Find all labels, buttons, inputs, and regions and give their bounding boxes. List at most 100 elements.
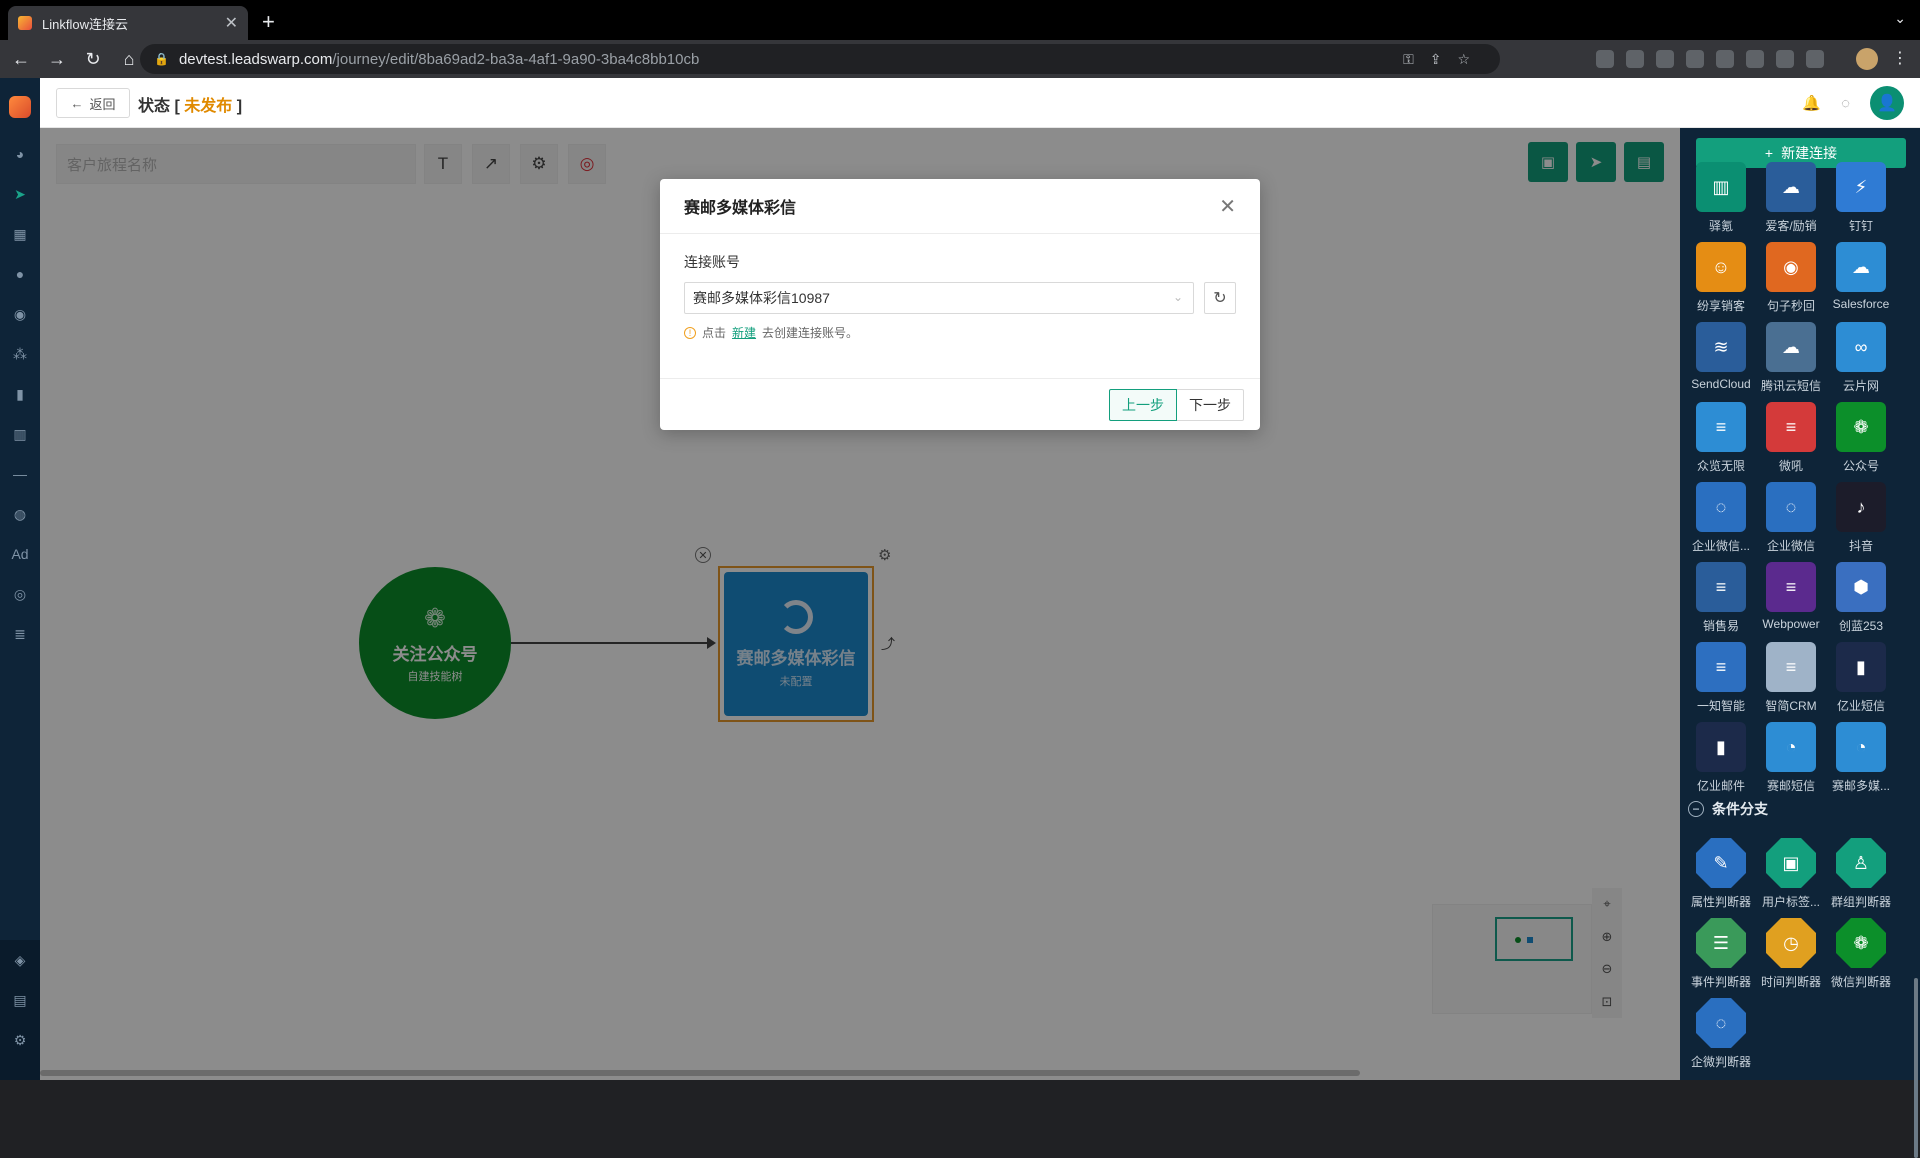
connector-item[interactable]: ≡销售易	[1686, 562, 1756, 642]
locate-icon[interactable]: ⌖	[1603, 896, 1611, 912]
condition-item[interactable]: ❁微信判断器	[1826, 918, 1896, 998]
tab-search-icon[interactable]: ⌄	[1894, 10, 1906, 26]
connector-item[interactable]: ◌企业微信...	[1686, 482, 1756, 562]
refresh-button[interactable]: ↻	[1204, 282, 1236, 314]
connector-icon[interactable]: ◈	[14, 951, 26, 968]
extension-icon[interactable]	[1656, 50, 1674, 68]
layout-icon[interactable]: ▦	[13, 225, 27, 242]
message-icon[interactable]: ◌	[1841, 94, 1850, 112]
close-icon[interactable]: ✕	[1219, 195, 1236, 218]
condition-section-header[interactable]: − 条件分支	[1688, 796, 1908, 822]
connector-item[interactable]: ≡智简CRM	[1756, 642, 1826, 722]
back-arrow-icon[interactable]: ←	[12, 48, 30, 69]
users-icon[interactable]: ◉	[13, 305, 27, 322]
bar-chart-icon[interactable]: ▥	[13, 425, 27, 442]
connector-item[interactable]: ≡Webpower	[1756, 562, 1826, 642]
connector-item[interactable]: ▮亿业短信	[1826, 642, 1896, 722]
connector-item[interactable]: ☁爱客/励销	[1756, 162, 1826, 242]
connector-item[interactable]: ≡众览无限	[1686, 402, 1756, 482]
zoom-in-icon[interactable]: ⊕	[1601, 928, 1613, 944]
fit-icon[interactable]: ⊡	[1601, 993, 1613, 1009]
zoom-out-icon[interactable]: ⊖	[1601, 961, 1613, 977]
target-icon[interactable]: ◎	[568, 144, 606, 184]
journey-name-input[interactable]: 客户旅程名称	[56, 144, 416, 184]
forward-arrow-icon[interactable]: →	[48, 48, 66, 69]
template-icon[interactable]: ▤	[1624, 142, 1664, 182]
new-tab-icon[interactable]: +	[262, 9, 275, 34]
condition-item[interactable]: ◌企微判断器	[1686, 998, 1756, 1078]
arrow-tool-icon[interactable]: ↗	[472, 144, 510, 184]
favicon-icon	[18, 16, 32, 30]
connector-item[interactable]: ⚡钉钉	[1826, 162, 1896, 242]
connector-item[interactable]: ⬢创蓝253	[1826, 562, 1896, 642]
avatar[interactable]: 👤	[1870, 86, 1904, 120]
save-icon[interactable]: ▣	[1528, 142, 1568, 182]
condition-item[interactable]: ▣用户标签...	[1756, 838, 1826, 918]
condition-item[interactable]: ◷时间判断器	[1756, 918, 1826, 998]
puzzle-icon[interactable]	[1776, 50, 1794, 68]
connect-handle-icon[interactable]: ⤴	[881, 636, 895, 652]
connector-item[interactable]: ◔赛邮短信	[1756, 722, 1826, 802]
account-select[interactable]: 赛邮多媒体彩信10987 ⌄	[684, 282, 1194, 314]
dashboard-icon[interactable]: ◕	[15, 146, 25, 162]
address-bar[interactable]: 🔒 devtest.leadswarp.com/journey/edit/8ba…	[140, 44, 1500, 74]
connector-item[interactable]: ☁Salesforce	[1826, 242, 1896, 322]
browser-tab[interactable]: Linkflow连接云 ✕	[8, 6, 248, 40]
connector-item[interactable]: ◔赛邮多媒...	[1826, 722, 1896, 802]
extension-icon[interactable]	[1686, 50, 1704, 68]
connector-item[interactable]: ▥驿氪	[1686, 162, 1756, 242]
connector-item[interactable]: ◌企业微信	[1756, 482, 1826, 562]
connector-item[interactable]: ☺纷享销客	[1686, 242, 1756, 322]
connector-item[interactable]: ≋SendCloud	[1686, 322, 1756, 402]
connector-item[interactable]: ❁公众号	[1826, 402, 1896, 482]
panel-scrollbar[interactable]	[1914, 978, 1918, 1158]
gear-icon[interactable]: ⚙	[520, 144, 558, 184]
connector-item[interactable]: ∞云片网	[1826, 322, 1896, 402]
group-icon[interactable]: ⁂	[13, 345, 27, 362]
condition-item[interactable]: ♙群组判断器	[1826, 838, 1896, 918]
connector-item[interactable]: ▮亿业邮件	[1686, 722, 1756, 802]
bookmark-icon[interactable]: ▮	[16, 385, 24, 402]
next-step-button[interactable]: 下一步	[1177, 388, 1244, 421]
chat-icon[interactable]: ◍	[13, 505, 27, 522]
connector-item[interactable]: ♪抖音	[1826, 482, 1896, 562]
back-button[interactable]: ← 返回	[56, 88, 130, 118]
close-tab-icon[interactable]: ✕	[224, 15, 238, 32]
address-bar-actions[interactable]: ⚿⇪☆	[1403, 50, 1486, 67]
bell-icon[interactable]: 🔔	[1802, 95, 1822, 112]
action-node[interactable]: 赛邮多媒体彩信 未配置	[718, 566, 874, 722]
extension-icon[interactable]	[1716, 50, 1734, 68]
connector-item[interactable]: ◉句子秒回	[1756, 242, 1826, 322]
condition-item[interactable]: ✎属性判断器	[1686, 838, 1756, 918]
user-icon[interactable]: ●	[15, 266, 25, 282]
settings-icon[interactable]: ⚙	[13, 1031, 27, 1048]
extension-icon[interactable]	[1626, 50, 1644, 68]
server-icon[interactable]: ▤	[13, 991, 27, 1008]
minimap[interactable]	[1432, 904, 1592, 1014]
home-icon[interactable]: ⌂	[123, 48, 135, 69]
extension-icon[interactable]	[1746, 50, 1764, 68]
reload-icon[interactable]: ↻	[85, 48, 101, 69]
profile-avatar[interactable]	[1856, 48, 1878, 70]
node-settings-icon[interactable]: ⚙	[878, 547, 892, 564]
target-icon[interactable]: ◎	[13, 585, 27, 602]
extension-icon[interactable]	[1596, 50, 1614, 68]
prev-step-button[interactable]: 上一步	[1109, 388, 1177, 421]
list-icon[interactable]: ≣	[14, 625, 26, 642]
connector-item[interactable]: ≡一知智能	[1686, 642, 1756, 722]
journey-icon[interactable]: ➤	[14, 185, 26, 202]
connector-item[interactable]: ☁腾讯云短信	[1756, 322, 1826, 402]
ad-icon[interactable]: Ad	[11, 546, 29, 562]
minimap-viewport[interactable]	[1495, 917, 1573, 961]
canvas-horizontal-scrollbar[interactable]	[40, 1070, 1360, 1076]
delete-node-icon[interactable]: ✕	[695, 547, 711, 563]
condition-item[interactable]: ☰事件判断器	[1686, 918, 1756, 998]
create-account-link[interactable]: 新建	[732, 326, 757, 340]
connector-item[interactable]: ≡微吼	[1756, 402, 1826, 482]
logo-icon[interactable]	[9, 96, 31, 118]
start-node[interactable]: ❁ 关注公众号 自建技能树	[359, 567, 511, 719]
text-tool-icon[interactable]: T	[424, 144, 462, 184]
publish-icon[interactable]: ➤	[1576, 142, 1616, 182]
browser-menu-icon[interactable]: ⋮	[1892, 50, 1908, 67]
sidebar-icon[interactable]	[1806, 50, 1824, 68]
